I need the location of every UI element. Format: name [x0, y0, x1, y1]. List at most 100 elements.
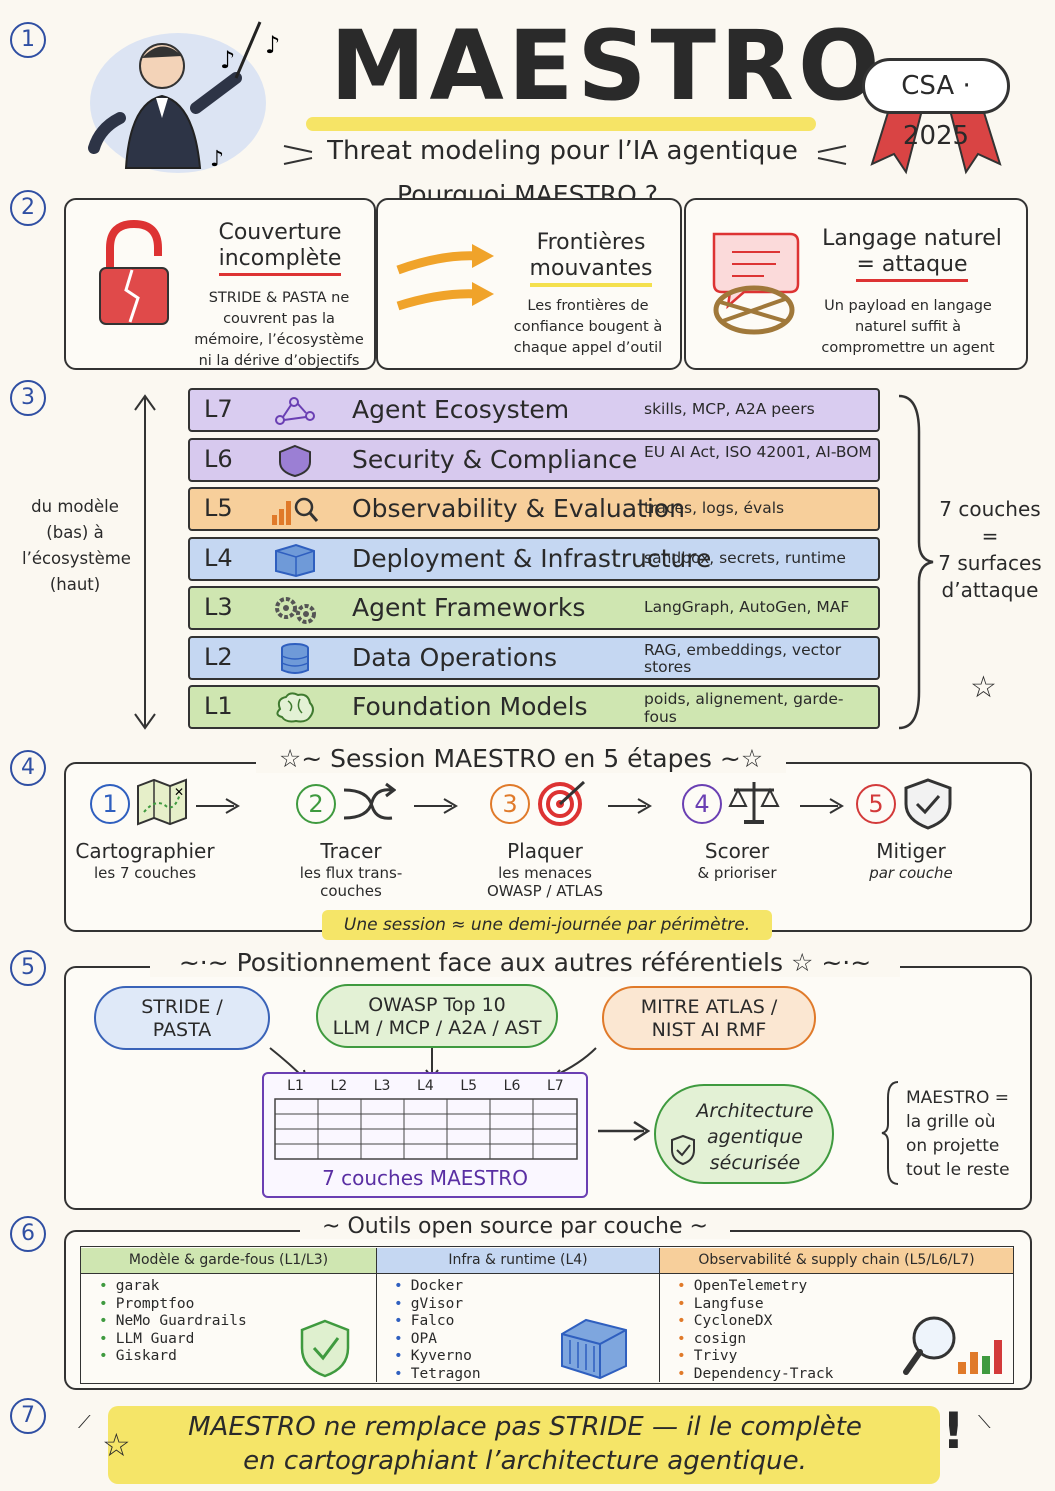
tool-item: Dependency-Track — [677, 1366, 834, 1384]
section-number-4: 4 — [10, 750, 46, 786]
tool-item: Tetragon — [394, 1366, 481, 1384]
session-note: Une session ≈ une demi-journée par périm… — [322, 910, 772, 940]
layer-desc: traces, logs, évals — [644, 499, 785, 517]
step-2-number: 2 — [296, 784, 336, 824]
layer-id: L7 — [204, 395, 233, 423]
brain-icon — [276, 692, 314, 723]
page-title: MAESTRO — [330, 10, 884, 122]
layer-name: Deployment & Infrastructure — [352, 543, 712, 573]
tool-item: Giskard — [99, 1348, 247, 1366]
map-icon: ✕ — [137, 778, 187, 826]
section-number-5: 5 — [10, 950, 46, 986]
tools-column-head-2: Infra & runtime (L4) — [376, 1248, 659, 1274]
conductor-illustration: ♪ ♪ ♪ — [88, 21, 280, 173]
container-icon — [561, 1318, 627, 1380]
tool-item: Promptfoo — [99, 1296, 247, 1314]
tools-list-2: DockergVisorFalcoOPAKyvernoTetragon — [394, 1278, 481, 1383]
tool-item: OPA — [394, 1331, 481, 1349]
layers-side-right-note: 7 couches = 7 surfaces d’attaque — [938, 497, 1042, 602]
tool-item: Kyverno — [394, 1348, 481, 1366]
layer-desc: skills, MCP, A2A peers — [644, 400, 815, 418]
section-number-1: 1 — [10, 22, 46, 58]
why-card-language-title: Langage naturel = attaque — [806, 226, 1018, 282]
tool-item: CycloneDX — [677, 1313, 833, 1331]
layer-id: L3 — [204, 593, 233, 621]
step-5-number: 5 — [856, 784, 896, 824]
layers-side-left-note: du modèle (bas) à l’écosystème (haut) — [22, 497, 131, 594]
tool-item: Langfuse — [677, 1296, 833, 1314]
layer-name: Security & Compliance — [352, 444, 638, 474]
network-icon — [275, 397, 315, 425]
grid-header-l6: L6 — [503, 1078, 521, 1094]
container-icon — [275, 543, 315, 577]
why-card-frontiers: Frontières mouvantes Les frontières de c… — [376, 198, 682, 370]
layer-desc: sandbox, secrets, runtime — [644, 548, 846, 567]
section-number-7: 7 — [10, 1398, 46, 1434]
deco-lines-left: ⟋ — [78, 1412, 91, 1433]
gears-icon — [275, 597, 316, 624]
grid-lines — [274, 1098, 578, 1160]
svg-text:♪: ♪ — [220, 46, 235, 74]
grid-caption: 7 couches MAESTRO — [322, 1166, 528, 1190]
step-3-label: Plaquer — [507, 839, 583, 863]
tool-item: LLM Guard — [99, 1331, 247, 1349]
csa-badge: CSA · 2025 — [862, 58, 1010, 151]
page-subtitle: Threat modeling pour l’IA agentique — [327, 136, 798, 166]
step-2-label: Tracer — [320, 839, 382, 863]
layer-name: Agent Frameworks — [352, 593, 586, 622]
layer-name: Observability & Evaluation — [352, 494, 685, 523]
why-card-coverage-text: STRIDE & PASTA ne couvrent pas la mémoir… — [194, 290, 364, 370]
left-brace — [881, 1081, 899, 1185]
star-icon: ☆ ~·~ — [783, 948, 872, 977]
layer-name: Foundation Models — [352, 692, 588, 721]
tools-column-head-3: Observabilité & supply chain (L5/L6/L7) — [659, 1248, 1013, 1274]
title-highlight — [306, 117, 816, 131]
shield-check-icon — [671, 1134, 695, 1166]
section-number-2: 2 — [10, 190, 46, 226]
arrow-right-icon — [196, 798, 240, 814]
svg-text:♪: ♪ — [210, 147, 224, 172]
layer-desc: RAG, embeddings, vector stores — [644, 640, 842, 677]
session-title: ☆~ Session MAESTRO en 5 étapes ~☆ — [256, 744, 786, 773]
grid-header-l4: L4 — [417, 1078, 434, 1094]
star-icon: ☆~ — [278, 744, 331, 773]
grid-header-l3: L3 — [373, 1078, 391, 1094]
crossing-arrows-icon — [343, 782, 396, 820]
star-icon: ☆ — [970, 670, 997, 705]
deco-squiggle: ~ — [682, 1214, 708, 1239]
shield-check-icon — [300, 1319, 350, 1378]
tools-column-head-1: Modèle & garde-fous (L1/L3) — [81, 1248, 376, 1274]
broken-lock-icon — [99, 219, 169, 325]
star-icon: ~☆ — [711, 744, 764, 773]
section-number-3: 3 — [10, 380, 46, 416]
orange-arrows-icon — [396, 244, 494, 311]
svg-text:✕: ✕ — [174, 785, 184, 799]
pill-mitre-nist: MITRE ATLAS /NIST AI RMF — [602, 986, 816, 1050]
tools-list-3: OpenTelemetryLangfuseCycloneDXcosignTriv… — [677, 1278, 834, 1384]
arrow-right-icon — [598, 1120, 651, 1142]
tools-column-divider — [659, 1248, 660, 1382]
shield-icon — [279, 444, 311, 477]
scales-icon — [728, 782, 780, 824]
step-3-sub: les menaces OWASP / ATLAS — [487, 864, 603, 900]
chart-magnifier-icon — [272, 497, 319, 525]
deco-squiggle: ~·~ — [178, 948, 237, 977]
why-card-frontiers-title: Frontières mouvantes — [508, 230, 674, 287]
layer-id: L6 — [204, 444, 233, 473]
tool-item: Docker — [394, 1278, 481, 1296]
deco-lines-right: ⟍ — [978, 1412, 991, 1433]
database-icon — [281, 642, 309, 674]
step-1-sub: les 7 couches — [93, 864, 197, 882]
tool-item: Falco — [394, 1313, 481, 1331]
step-4-number: 4 — [682, 784, 722, 824]
magnifier-chart-icon — [903, 1316, 1002, 1375]
